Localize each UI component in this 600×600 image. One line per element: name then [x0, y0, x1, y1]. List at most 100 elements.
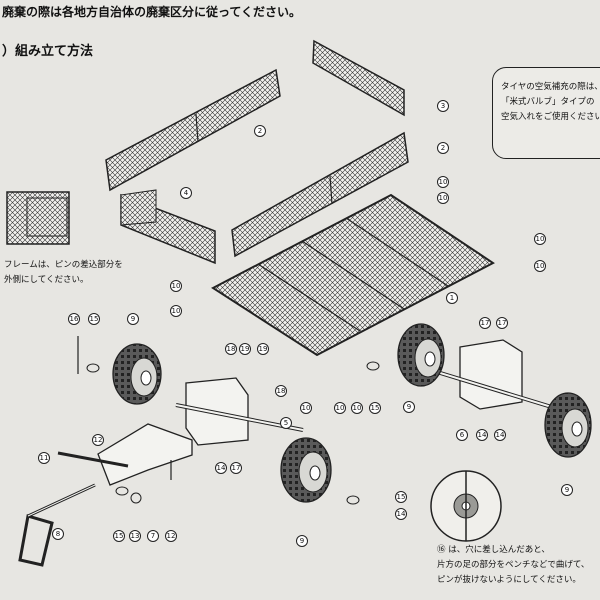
valve-note-line-2: 「米式バルブ」タイプの — [501, 97, 595, 107]
svg-text:10: 10 — [439, 178, 448, 186]
valve-note-line-3: 空気入れをご使用ください — [501, 112, 600, 122]
svg-text:9: 9 — [300, 537, 304, 545]
callout-10c: 10 — [534, 233, 546, 245]
pull-handle — [18, 483, 96, 567]
callout-14a: 14 — [215, 462, 227, 474]
disposal-notice: 廃棄の際は各地方自治体の廃棄区分に従ってください。 — [2, 5, 302, 19]
svg-text:10: 10 — [439, 194, 448, 202]
nut-13 — [130, 492, 142, 504]
callout-10a: 10 — [437, 176, 449, 188]
svg-text:7: 7 — [151, 532, 155, 540]
svg-text:15: 15 — [115, 532, 124, 540]
pin-inset — [430, 470, 502, 542]
callout-12b: 12 — [165, 530, 177, 542]
callout-12a: 12 — [92, 434, 104, 446]
callout-16: 16 — [68, 313, 80, 325]
rear-axle-bracket — [459, 339, 523, 410]
steering-frame — [97, 423, 193, 486]
callout-15b: 15 — [369, 402, 381, 414]
svg-text:10: 10 — [353, 404, 362, 412]
svg-text:10: 10 — [536, 235, 545, 243]
pin-note-line-2: 片方の足の部分をペンチなどで曲げて、 — [437, 560, 590, 570]
washer-15a — [86, 363, 100, 373]
svg-text:8: 8 — [56, 530, 60, 538]
svg-text:10: 10 — [172, 307, 181, 315]
callout-14c: 14 — [494, 429, 506, 441]
callout-7: 7 — [147, 530, 159, 542]
side-panel-left — [105, 68, 281, 192]
callout-1: 1 — [446, 292, 458, 304]
svg-text:2: 2 — [441, 144, 445, 152]
callout-9a: 9 — [127, 313, 139, 325]
svg-text:12: 12 — [167, 532, 176, 540]
svg-text:9: 9 — [407, 403, 411, 411]
svg-text:18: 18 — [277, 387, 286, 395]
svg-text:11: 11 — [40, 454, 49, 462]
side-panel-right — [231, 131, 409, 258]
svg-text:14: 14 — [397, 510, 406, 518]
callout-8: 8 — [52, 528, 64, 540]
svg-text:19: 19 — [241, 345, 250, 353]
svg-text:10: 10 — [536, 262, 545, 270]
washer-15d — [346, 495, 360, 505]
callout-18a: 18 — [225, 343, 237, 355]
svg-text:10: 10 — [302, 404, 311, 412]
callout-4: 4 — [180, 187, 192, 199]
callout-19a: 19 — [239, 343, 251, 355]
callout-14d: 14 — [395, 508, 407, 520]
pin-note-line-1: ⑯ は、穴に差し込んだあと、 — [437, 545, 550, 555]
svg-text:12: 12 — [94, 436, 103, 444]
svg-text:9: 9 — [131, 315, 135, 323]
callout-9b: 9 — [403, 401, 415, 413]
callout-10i: 10 — [351, 402, 363, 414]
svg-text:10: 10 — [336, 404, 345, 412]
washer-15b — [366, 361, 380, 371]
frame-note-line-2: 外側にしてください。 — [4, 275, 89, 285]
end-panel-back — [312, 39, 405, 117]
svg-text:17: 17 — [232, 464, 241, 472]
end-panel-side-fold — [120, 189, 157, 226]
wheel-rear-left — [397, 323, 445, 387]
valve-note-line-1: タイヤの空気補充の際は、 — [501, 82, 600, 92]
callout-15a: 15 — [88, 313, 100, 325]
callout-2b: 2 — [437, 142, 449, 154]
callout-17a: 17 — [230, 462, 242, 474]
callout-17b: 17 — [479, 317, 491, 329]
callout-10d: 10 — [534, 260, 546, 272]
pin-note-line-3: ピンが抜けないようにしてください。 — [437, 575, 581, 585]
svg-text:9: 9 — [565, 486, 569, 494]
valve-note-box: タイヤの空気補充の際は、 「米式バルブ」タイプの 空気入れをご使用ください — [492, 67, 600, 159]
callout-10g: 10 — [300, 402, 312, 414]
callout-9d: 9 — [561, 484, 573, 496]
svg-text:6: 6 — [460, 431, 465, 439]
svg-text:10: 10 — [172, 282, 181, 290]
svg-text:5: 5 — [284, 419, 288, 427]
wheel-rear-right — [544, 392, 592, 458]
svg-text:17: 17 — [481, 319, 490, 327]
callout-2a: 2 — [254, 125, 266, 137]
svg-text:19: 19 — [259, 345, 268, 353]
svg-text:18: 18 — [227, 345, 236, 353]
callout-15c: 15 — [113, 530, 125, 542]
svg-text:17: 17 — [498, 319, 507, 327]
callout-9c: 9 — [296, 535, 308, 547]
svg-text:2: 2 — [258, 127, 262, 135]
wheel-front-left — [112, 343, 162, 405]
callout-6: 6 — [456, 429, 468, 441]
frame-note-line-1: フレームは、ピンの差込部分を — [4, 260, 123, 270]
section-title: ）組み立て方法 — [2, 44, 94, 59]
svg-text:14: 14 — [496, 431, 505, 439]
wheel-front-right — [280, 437, 332, 503]
svg-text:15: 15 — [90, 315, 99, 323]
svg-text:1: 1 — [450, 294, 454, 302]
svg-text:16: 16 — [70, 315, 79, 323]
callout-18b: 18 — [275, 385, 287, 397]
callout-13: 13 — [129, 530, 141, 542]
callout-17c: 17 — [496, 317, 508, 329]
callout-10e: 10 — [170, 280, 182, 292]
callout-10b: 10 — [437, 192, 449, 204]
callout-10h: 10 — [334, 402, 346, 414]
svg-text:3: 3 — [441, 102, 445, 110]
